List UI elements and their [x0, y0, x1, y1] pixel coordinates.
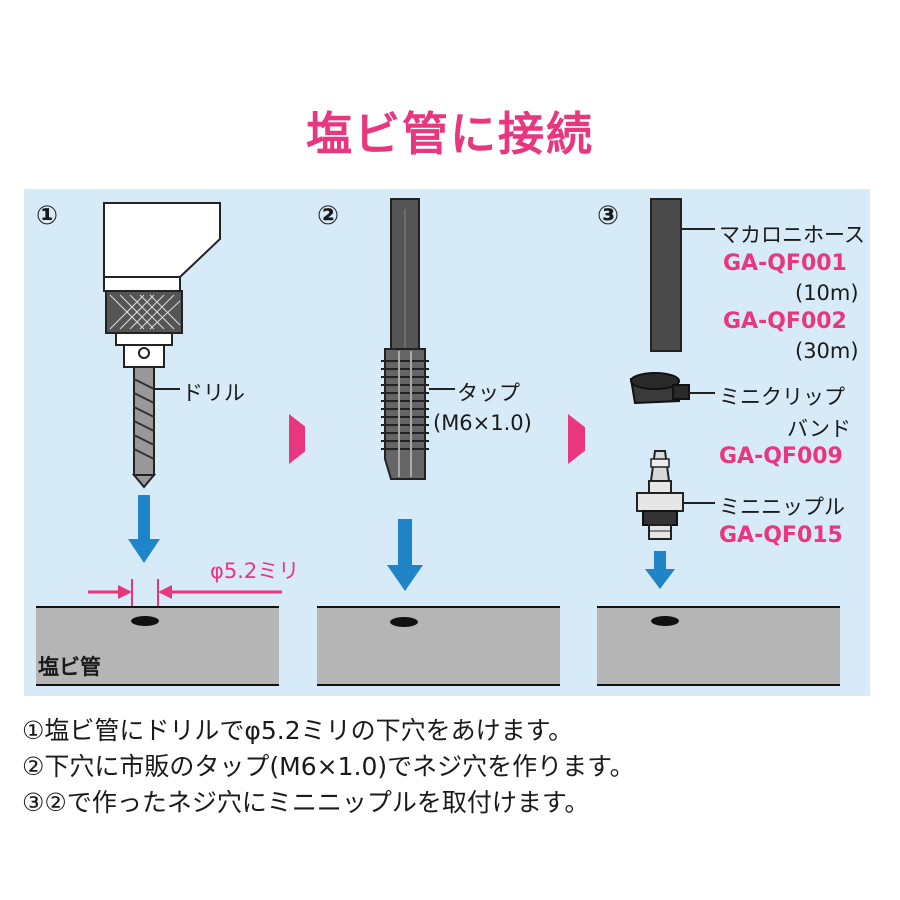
- nipple-label: ミニニップル: [719, 495, 845, 519]
- step-number: ②: [317, 201, 340, 231]
- next-step-arrow: [568, 414, 600, 464]
- hose-code-30m: GA-QF002: [723, 309, 847, 334]
- nipple-code: GA-QF015: [719, 523, 843, 548]
- drill-illustration: [36, 202, 282, 686]
- diameter-label: φ5.2ミリ: [210, 559, 300, 583]
- step-1-panel: ① ドリル φ5.2ミリ 塩ビ管: [24, 189, 309, 696]
- note-step-2: ②下穴に市販のタップ(M6×1.0)でネジ穴を作ります。: [22, 752, 635, 781]
- step-2-panel: ② タップ (M6×1.0): [305, 189, 590, 696]
- instruction-notes: ①塩ビ管にドリルでφ5.2ミリの下穴をあけます。 ②下穴に市販のタップ(M6×1…: [22, 713, 635, 821]
- step-3-panel: ③ マカロニホース GA-QF001 (10m) GA-QF002 (30m) …: [585, 189, 870, 696]
- note-step-3: ③②で作ったネジ穴にミニニップルを取付けます。: [22, 788, 590, 817]
- pipe-label: 塩ビ管: [38, 655, 101, 679]
- hose-length-10m: (10m): [795, 281, 859, 305]
- drill-label: ドリル: [182, 381, 245, 405]
- hose-code-10m: GA-QF001: [723, 251, 847, 276]
- note-step-1: ①塩ビ管にドリルでφ5.2ミリの下穴をあけます。: [22, 716, 574, 745]
- tap-label: タップ: [457, 381, 520, 405]
- nipple-assembly-illustration: [597, 198, 840, 686]
- step-number: ③: [597, 201, 620, 231]
- clip-label: ミニクリップ: [719, 385, 845, 409]
- clip-code: GA-QF009: [719, 444, 843, 469]
- step-number: ①: [36, 201, 59, 231]
- clip-label-band: バンド: [787, 417, 852, 441]
- page-title: 塩ビ管に接続: [306, 107, 594, 161]
- tap-illustration: [317, 198, 560, 686]
- tap-spec: (M6×1.0): [433, 411, 532, 435]
- hose-label: マカロニホース: [719, 223, 865, 247]
- hose-length-30m: (30m): [795, 339, 859, 363]
